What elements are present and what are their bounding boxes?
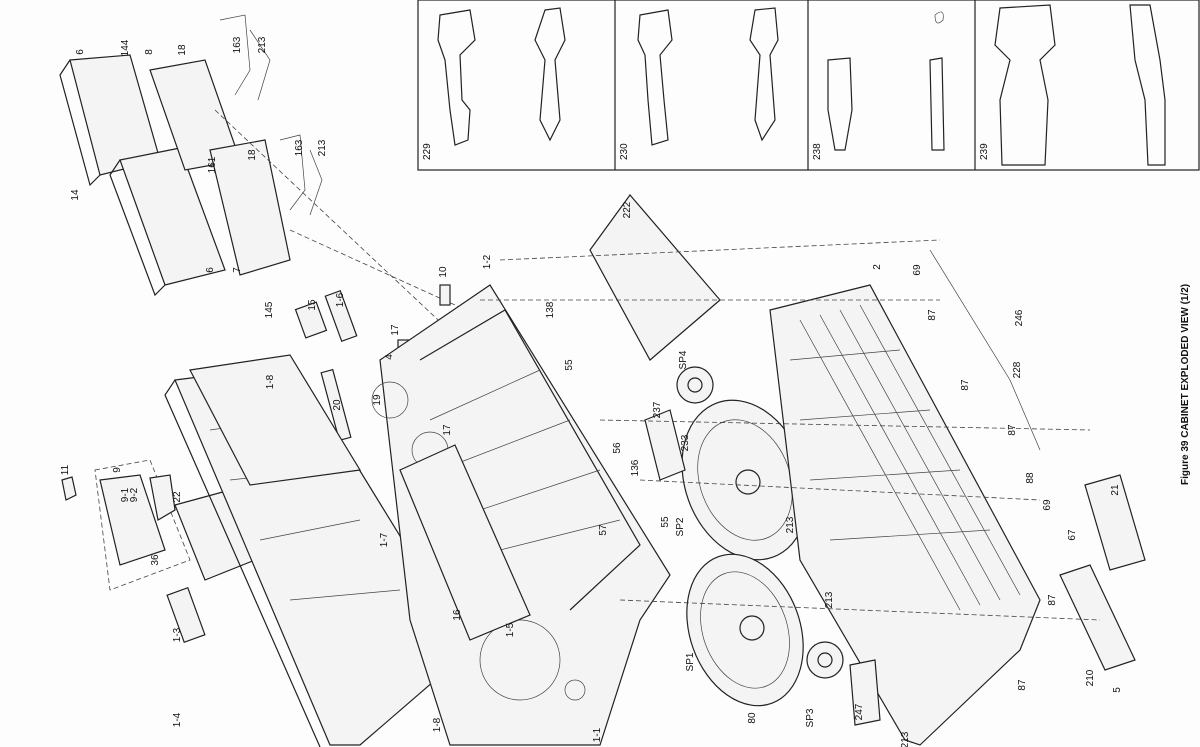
part-label-55: 55 bbox=[564, 359, 575, 371]
part-label-228: 228 bbox=[1012, 361, 1023, 378]
bottom-chassis bbox=[769, 249, 1146, 746]
part-label-21: 21 bbox=[1110, 484, 1121, 496]
part-label-213: 213 bbox=[824, 591, 835, 608]
part-label-87: 87 bbox=[1047, 594, 1058, 606]
part-label-87: 87 bbox=[1007, 424, 1018, 436]
speakers bbox=[644, 366, 844, 707]
top-cover bbox=[164, 354, 471, 747]
part-label-80: 80 bbox=[747, 712, 758, 724]
part-label-69: 69 bbox=[1042, 499, 1053, 511]
inset-label-229: 229 bbox=[422, 143, 433, 160]
part-label-213: 213 bbox=[317, 139, 328, 156]
part-label-67: 67 bbox=[1067, 529, 1078, 541]
part-label-213: 213 bbox=[785, 516, 796, 533]
part-label-15: 15 bbox=[307, 299, 318, 311]
part-label-4: 4 bbox=[384, 354, 395, 360]
terminal-238-detail bbox=[934, 11, 944, 24]
inset-label-239: 239 bbox=[979, 143, 990, 160]
terminal-238-front bbox=[827, 57, 853, 151]
figure-title: Figure 39 CABINET EXPLODED VIEW (1/2) bbox=[1180, 284, 1191, 485]
inset-label-230: 230 bbox=[619, 143, 630, 160]
terminal-230-front bbox=[637, 9, 673, 146]
part-label-145: 145 bbox=[264, 301, 275, 318]
part-label-sp3: SP3 bbox=[805, 708, 816, 727]
part-label-163: 163 bbox=[232, 36, 243, 53]
part-label-5: 5 bbox=[1112, 687, 1123, 693]
part-label-57: 57 bbox=[598, 524, 609, 536]
part-label-1-3: 1-3 bbox=[172, 627, 183, 642]
terminal-229-front bbox=[437, 9, 476, 146]
small-parts bbox=[61, 284, 451, 644]
part-label-87: 87 bbox=[927, 309, 938, 321]
part-label-144: 144 bbox=[120, 39, 131, 56]
board-assemblies bbox=[59, 14, 511, 351]
part-label-136: 136 bbox=[630, 459, 641, 476]
part-label-36: 36 bbox=[150, 554, 161, 566]
part-label-213: 213 bbox=[900, 731, 911, 747]
terminal-238-side bbox=[929, 57, 945, 151]
part-label-87: 87 bbox=[960, 379, 971, 391]
part-label-213: 213 bbox=[257, 36, 268, 53]
terminal-239-front bbox=[994, 4, 1056, 166]
terminal-230-side bbox=[749, 7, 779, 142]
part-label-10: 10 bbox=[438, 266, 449, 278]
part-label-17: 17 bbox=[442, 424, 453, 436]
part-label-sp4: SP4 bbox=[678, 350, 689, 369]
part-label-1-4: 1-4 bbox=[172, 712, 183, 727]
inset-labels: 229 230 238 239 bbox=[422, 143, 990, 160]
part-label-87: 87 bbox=[1017, 679, 1028, 691]
part-label-161: 161 bbox=[207, 156, 218, 173]
part-label-18: 18 bbox=[247, 149, 258, 161]
part-label-sp2: SP2 bbox=[675, 517, 686, 536]
part-label-1-7: 1-7 bbox=[379, 532, 390, 547]
part-label-2: 2 bbox=[872, 264, 883, 270]
part-label-16: 16 bbox=[452, 609, 463, 621]
main-chassis bbox=[371, 284, 671, 746]
part-label-6: 6 bbox=[75, 49, 86, 55]
part-label-19: 19 bbox=[372, 394, 383, 406]
part-label-sp1: SP1 bbox=[685, 652, 696, 671]
part-label-163: 163 bbox=[294, 139, 305, 156]
part-label-210: 210 bbox=[1085, 669, 1096, 686]
part-label-1-2: 1-2 bbox=[482, 254, 493, 269]
part-label-9: 9 bbox=[112, 467, 123, 473]
part-label-1-8: 1-8 bbox=[432, 717, 443, 732]
part-label-1-6: 1-6 bbox=[335, 292, 346, 307]
part-label-56: 56 bbox=[612, 442, 623, 454]
part-label-237: 237 bbox=[652, 401, 663, 418]
part-label-1-8: 1-8 bbox=[265, 374, 276, 389]
part-label-222: 222 bbox=[622, 201, 633, 218]
part-label-7: 7 bbox=[232, 267, 243, 273]
part-label-69: 69 bbox=[912, 264, 923, 276]
pcb-222 bbox=[589, 194, 721, 361]
part-label-1-1: 1-1 bbox=[592, 727, 603, 742]
terminal-inset-panel bbox=[417, 0, 1200, 171]
part-label-14: 14 bbox=[70, 189, 81, 201]
part-label-18: 18 bbox=[177, 44, 188, 56]
inset-label-238: 238 bbox=[812, 143, 823, 160]
part-label-11: 11 bbox=[60, 464, 71, 475]
part-label-9-2: 9-2 bbox=[129, 487, 140, 502]
part-label-88: 88 bbox=[1025, 472, 1036, 484]
part-label-233: 233 bbox=[680, 434, 691, 451]
part-label-9-1: 9-1 bbox=[120, 487, 131, 502]
terminal-239-side bbox=[1129, 4, 1166, 166]
part-label-246: 246 bbox=[1014, 309, 1025, 326]
part-label-1-5: 1-5 bbox=[505, 622, 516, 637]
part-label-20: 20 bbox=[332, 399, 343, 411]
part-label-138: 138 bbox=[545, 301, 556, 318]
part-label-6: 6 bbox=[205, 267, 216, 273]
part-label-8: 8 bbox=[144, 49, 155, 55]
part-label-17: 17 bbox=[390, 324, 401, 336]
part-label-247: 247 bbox=[854, 703, 865, 720]
part-label-22: 22 bbox=[172, 491, 183, 503]
terminal-229-side bbox=[534, 7, 566, 142]
assembly-leaders bbox=[480, 239, 1101, 621]
part-label-55: 55 bbox=[660, 516, 671, 528]
